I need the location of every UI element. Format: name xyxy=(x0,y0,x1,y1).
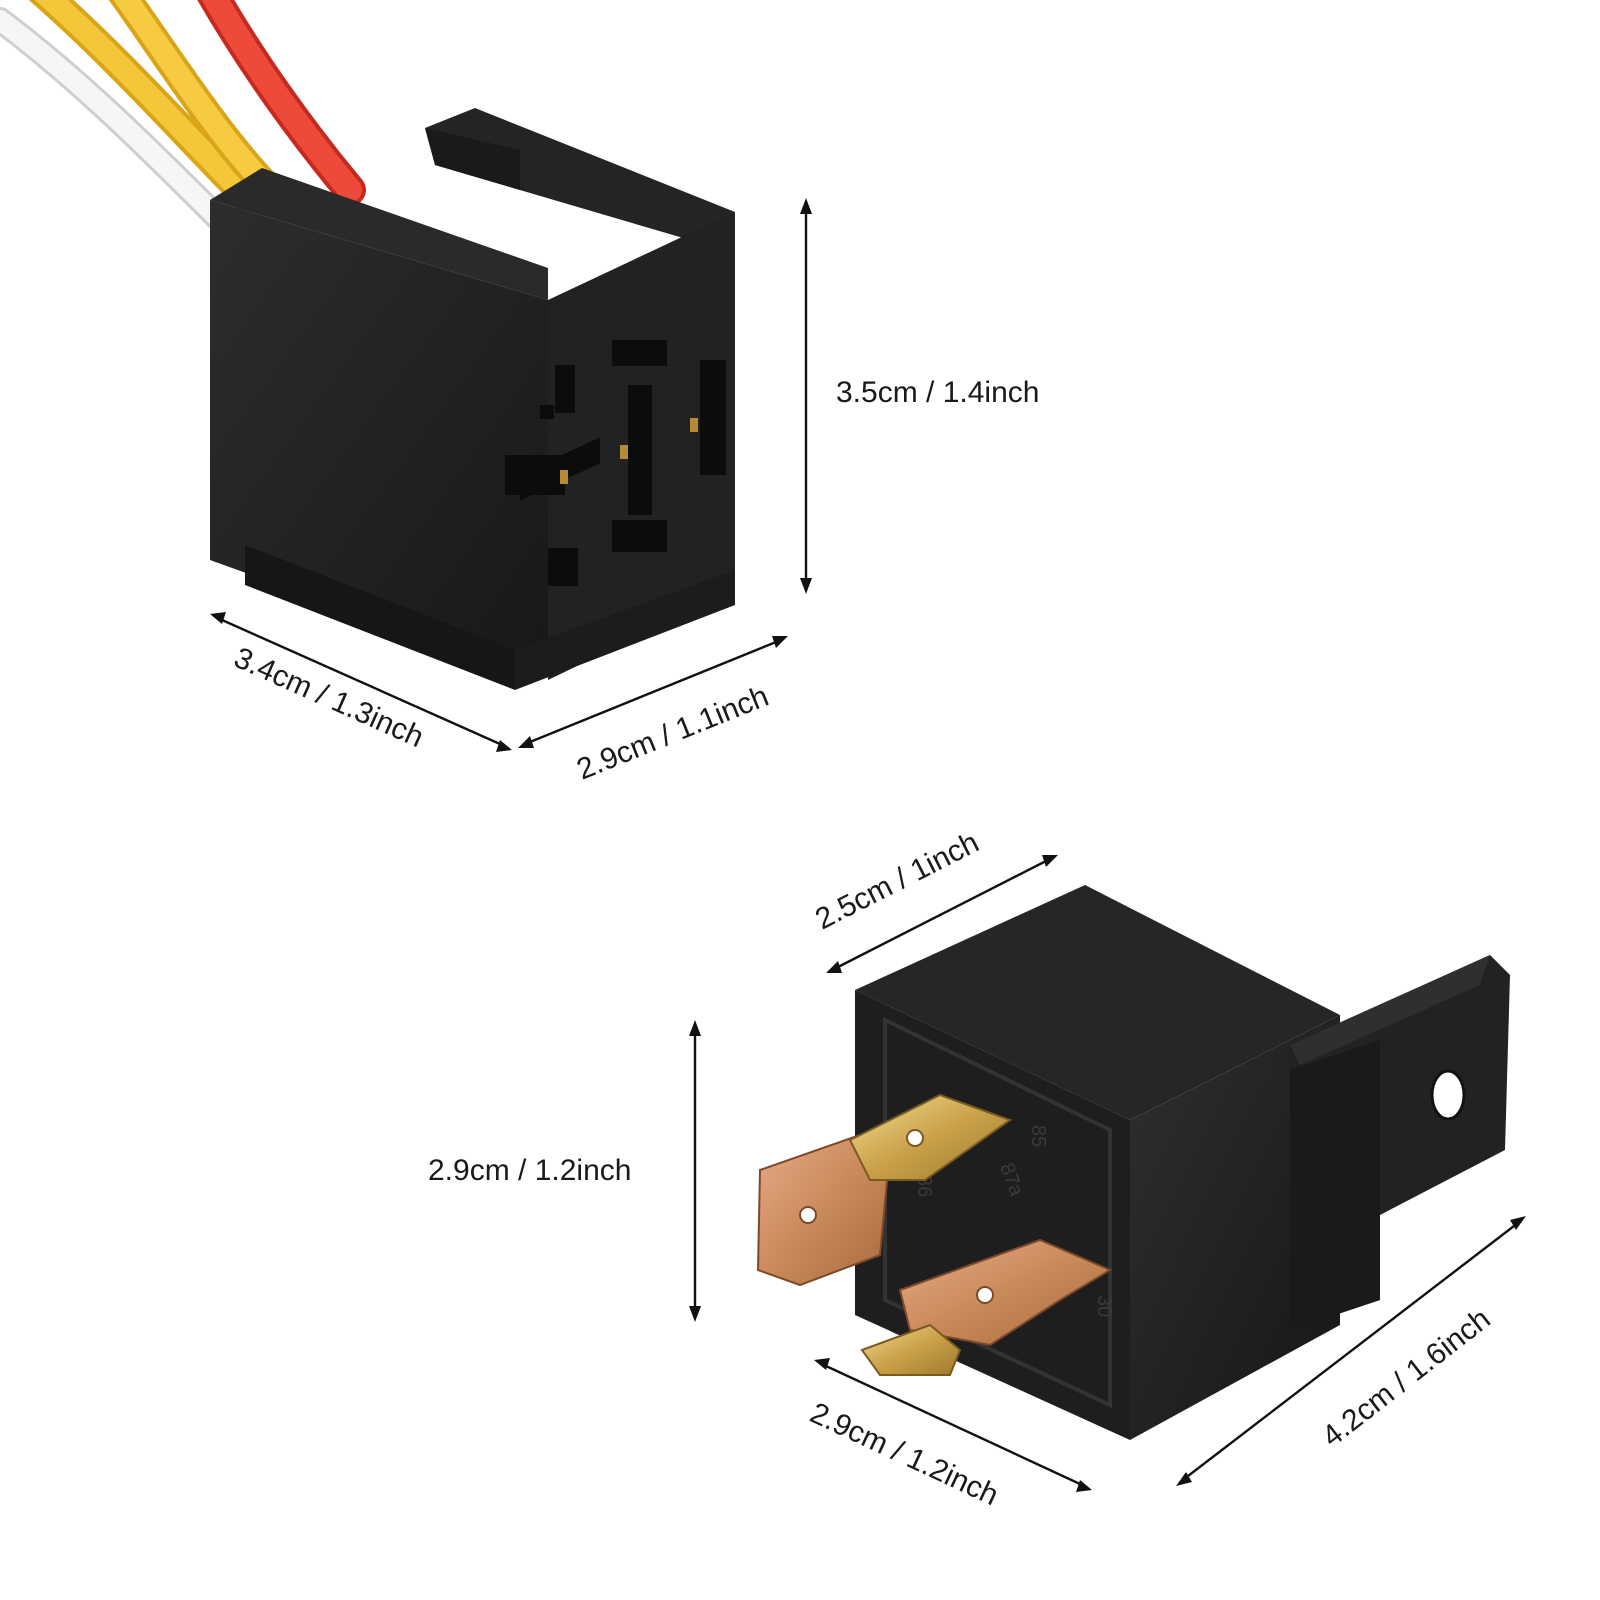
relay-length-dimension xyxy=(1176,1216,1526,1486)
socket-width-dimension xyxy=(210,612,512,752)
terminal-mark-85: 85 xyxy=(1027,1125,1049,1147)
relay-height-label: 2.9cm / 1.2inch xyxy=(428,1154,631,1187)
mounting-tab-icon xyxy=(1290,955,1510,1330)
socket-height-label: 3.5cm / 1.4inch xyxy=(836,376,1039,409)
relay-width-label: 2.9cm / 1.2inch xyxy=(805,1396,1003,1512)
relay: 85 87a 87 30 86 xyxy=(428,826,1526,1512)
spade-terminal-icon xyxy=(756,1093,1113,1376)
terminal-mark-30: 30 xyxy=(1093,1295,1115,1317)
relay-socket: 3.5cm / 1.4inch 3.4cm / 1.3inch 2.9cm / … xyxy=(0,0,1039,786)
wire-harness-icon xyxy=(0,0,366,248)
relay-height-dimension xyxy=(689,1020,701,1322)
socket-depth-dimension xyxy=(518,636,788,748)
socket-depth-label: 2.9cm / 1.1inch xyxy=(572,680,773,787)
relay-width-dimension xyxy=(814,1358,1092,1492)
relay-length-label: 4.2cm / 1.6inch xyxy=(1316,1302,1497,1453)
relay-top-label: 2.5cm / 1inch xyxy=(810,826,984,936)
socket-height-dimension xyxy=(800,198,812,594)
relay-socket-icon xyxy=(210,108,735,690)
relay-top-dimension xyxy=(826,855,1058,973)
